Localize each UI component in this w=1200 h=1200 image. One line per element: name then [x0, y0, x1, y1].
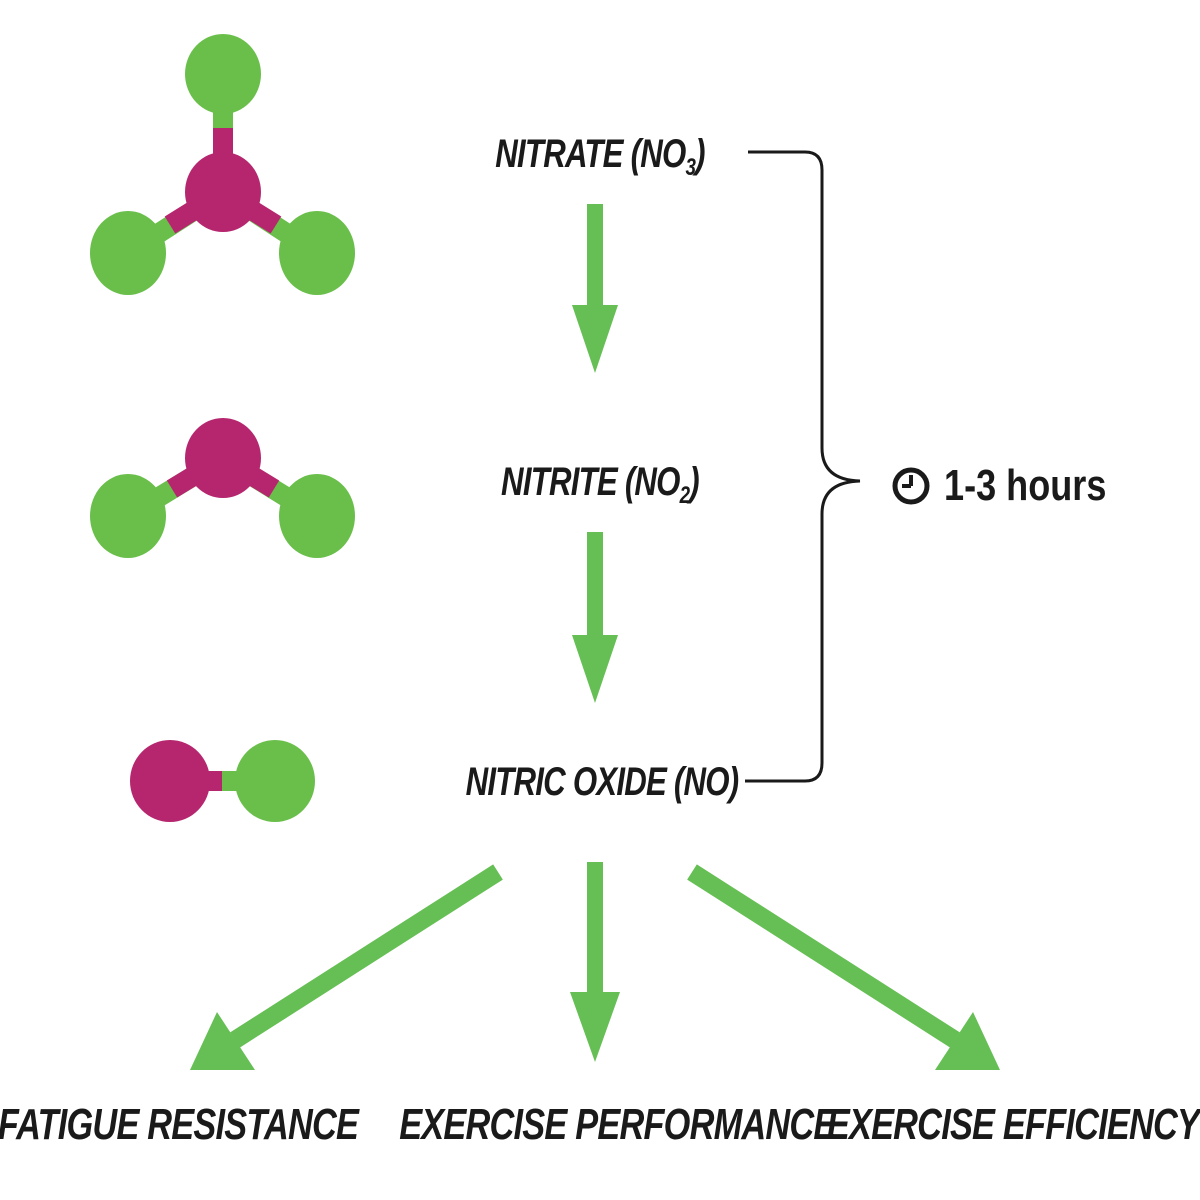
nitrogen-atom [130, 740, 210, 822]
effect-exercise-efficiency: EXERCISE EFFICIENCY [826, 1100, 1200, 1149]
nitrite-name: NITRITE (NO [501, 460, 680, 504]
nitrate-close: ) [695, 132, 705, 176]
nitrite-close: ) [689, 460, 699, 504]
timing-label: 1-3 hours [944, 461, 1107, 510]
arrow-to-exercise-performance [570, 862, 620, 1062]
timing-annotation: 1-3 hours [890, 458, 1142, 514]
oxygen-atom [185, 34, 261, 114]
arrow-nitrite-to-nitric-oxide [572, 532, 618, 703]
nitrate-label: NITRATE (NO3) [436, 130, 764, 181]
arrow-to-fatigue-resistance [190, 864, 503, 1070]
nitrogen-atom [185, 418, 261, 498]
nitrite-molecule [90, 418, 355, 558]
effect-fatigue-resistance: FATIGUE RESISTANCE [0, 1100, 359, 1149]
arrow-to-exercise-efficiency [687, 864, 1000, 1070]
oxygen-atom [279, 211, 355, 295]
clock-icon [892, 467, 930, 505]
oxygen-atom [235, 740, 315, 822]
time-bracket [745, 150, 861, 783]
nitrogen-atom [185, 152, 261, 232]
nitrite-subscript: 2 [679, 482, 690, 509]
nitrate-name: NITRATE (NO [495, 132, 686, 176]
nitrate-subscript: 3 [685, 154, 696, 181]
oxygen-atom [279, 474, 355, 558]
nitric-oxide-molecule [130, 740, 315, 822]
nitrite-label: NITRITE (NO2) [436, 458, 764, 509]
nitrate-molecule [90, 34, 355, 295]
effect-exercise-performance: EXERCISE PERFORMANCE [399, 1100, 836, 1149]
oxygen-atom [90, 474, 166, 558]
arrow-nitrate-to-nitrite [572, 204, 618, 373]
nitric-oxide-name: NITRIC OXIDE (NO) [465, 760, 740, 804]
oxygen-atom [90, 211, 166, 295]
nitric-oxide-label: NITRIC OXIDE (NO) [438, 758, 766, 806]
